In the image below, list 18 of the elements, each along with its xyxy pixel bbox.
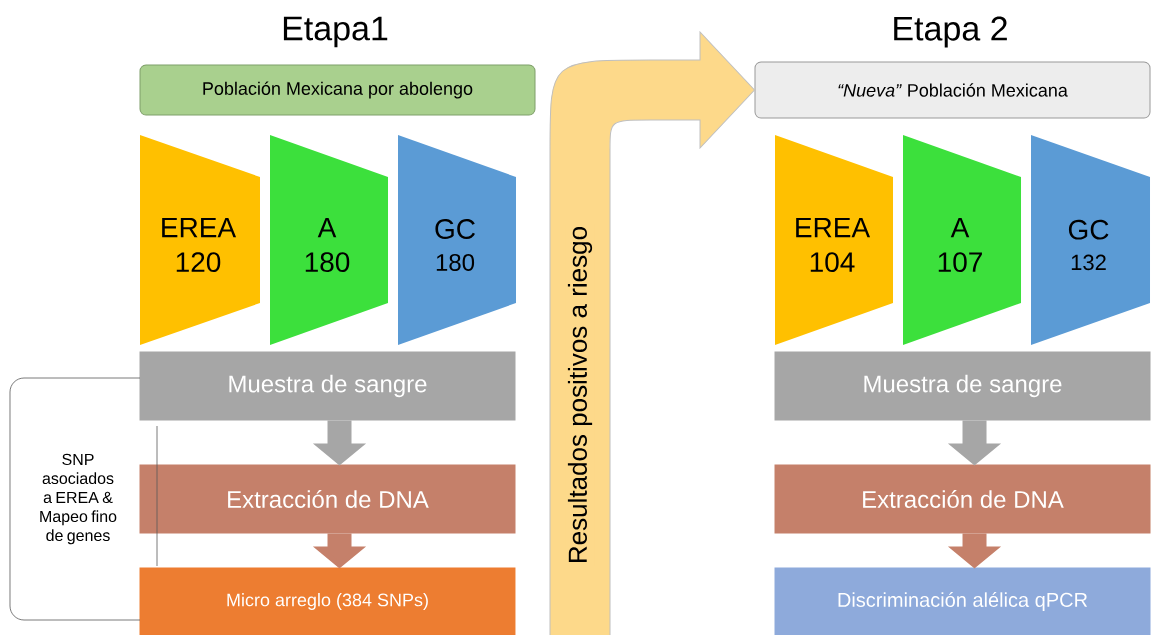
trapezoid: A 180 <box>270 135 388 345</box>
bracket: SNP asociados a EREA & Mapeo fino de genes <box>9 377 158 621</box>
process-box: Extracción de DNA <box>139 464 516 534</box>
process-box: Muestra de sangre <box>774 351 1151 421</box>
process-box: Micro arreglo (384 SNPs) <box>139 567 516 635</box>
label-box: Población Mexicana por abolengo <box>139 64 536 116</box>
process-box: Extracción de DNA <box>774 464 1151 534</box>
trapezoid: GC 132 <box>1031 135 1150 345</box>
label-box: “Nueva” Población Mexicana <box>754 61 1151 119</box>
process-box: Discriminación alélica qPCR <box>774 567 1151 635</box>
stage-heading: Etapa1 <box>283 16 388 48</box>
process-box: Muestra de sangre <box>139 351 516 421</box>
edge-label: Resultados positivos a riesgo <box>565 223 595 567</box>
trapezoid: EREA 120 <box>140 135 260 345</box>
trapezoid: A 107 <box>903 135 1021 345</box>
trapezoid: EREA 104 <box>775 135 893 345</box>
stage-heading: Etapa 2 <box>894 16 1007 48</box>
trapezoid: GC 180 <box>398 135 516 345</box>
